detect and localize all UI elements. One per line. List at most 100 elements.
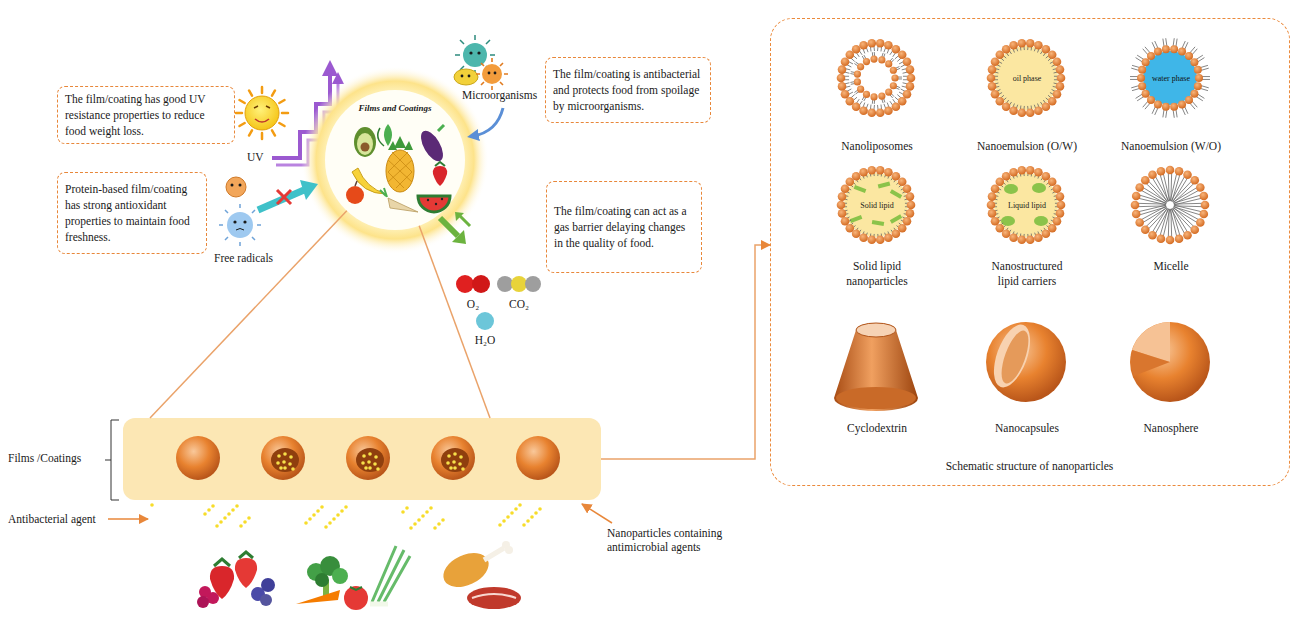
- lipid-head: [988, 209, 997, 218]
- lipid-head: [1053, 217, 1062, 226]
- agent-dot: [405, 506, 409, 510]
- nanoparticle: Nanosphere: [1101, 319, 1241, 439]
- bracket: [105, 420, 119, 500]
- agent-dot: [203, 512, 207, 516]
- lipid-head: [1183, 231, 1192, 240]
- lipid-tail: [1174, 206, 1201, 221]
- food-illustration: [214, 559, 230, 566]
- microorganism-icons: [461, 75, 464, 78]
- lipid-head: [841, 57, 850, 66]
- food-illustration: [332, 568, 348, 584]
- lipid-head: [988, 82, 997, 91]
- film-band: [123, 418, 601, 500]
- free-radical-icons: [233, 220, 236, 223]
- lipid-head: [838, 192, 847, 201]
- lipid-head: [1034, 233, 1043, 242]
- agent-dot: [506, 515, 510, 519]
- lipid-head: [1053, 184, 1062, 193]
- lipid-head: [891, 74, 898, 81]
- node-text: Solid lipid nanoparticles: [832, 259, 922, 289]
- lipid-head: [885, 89, 892, 96]
- food-illustration: [505, 546, 513, 554]
- lipid-tail: [1154, 209, 1169, 236]
- food-illustration: [315, 573, 329, 587]
- food-circle: [388, 198, 418, 212]
- agent-dot: [289, 455, 293, 459]
- solid-lipid-bar: [850, 215, 863, 223]
- lipid-head: [1141, 176, 1150, 185]
- agent-dot: [239, 524, 243, 528]
- lipid-head: [1042, 230, 1051, 239]
- gas-icons: [511, 276, 527, 292]
- free-radical-icons: [219, 204, 261, 246]
- agent-dot: [425, 510, 429, 514]
- lipid-head: [1026, 39, 1035, 48]
- lipid-head: [991, 90, 1000, 99]
- lipid-head: [841, 90, 850, 99]
- callout-text: The film/coating has good UV resistance …: [65, 91, 227, 139]
- microorganism-icons: [473, 108, 503, 136]
- node-text: Nanoemulsion (O/W): [959, 139, 1095, 154]
- lipid-head: [1200, 192, 1209, 201]
- sun-ray: [279, 100, 284, 103]
- callout-box: Protein-based film/coating has strong an…: [57, 172, 207, 254]
- food-illustration: [261, 578, 275, 592]
- lipid-head: [838, 209, 847, 218]
- leader-arrow: [582, 504, 612, 523]
- lipid-head: [859, 41, 868, 50]
- lipid-head: [857, 86, 864, 93]
- lipid-head: [852, 172, 861, 181]
- agent-dot: [514, 507, 518, 511]
- lipid-head: [1017, 108, 1026, 117]
- lipid-head: [1154, 48, 1162, 56]
- lipid-head: [867, 108, 876, 117]
- lipid-head: [1135, 218, 1144, 227]
- food-illustration: [344, 586, 368, 610]
- agent-dot: [401, 510, 405, 514]
- lipid-head: [892, 103, 901, 112]
- node-text: Nanosphere: [1103, 421, 1239, 436]
- lipid-head: [1002, 45, 1011, 54]
- gas-icons: [472, 275, 490, 293]
- nanoparticle: Nanocapsules: [957, 319, 1097, 439]
- nanoparticle: Nanoliposomes: [807, 39, 947, 157]
- lipid-head: [1196, 218, 1205, 227]
- microorganism-icons: [477, 51, 480, 54]
- film-band: Films /Coatings: [123, 418, 601, 500]
- node-text: Nanocapsules: [959, 421, 1095, 436]
- lipid-head: [1147, 96, 1155, 104]
- lipid-head: [867, 166, 876, 175]
- agent-dot: [288, 462, 292, 466]
- food-illustration: [438, 546, 494, 593]
- food-circle: [386, 150, 414, 192]
- nanoparticle: Micelle: [1101, 166, 1241, 291]
- agent-dot: [243, 520, 247, 524]
- agent-dot: [421, 514, 425, 518]
- food-circle: [433, 166, 447, 186]
- lipid-head: [852, 45, 861, 54]
- free-radical-icons: [226, 177, 246, 197]
- agent-dot: [433, 526, 437, 530]
- agent-dot: [150, 503, 154, 507]
- agent-dot: [332, 517, 336, 521]
- lipid-head: [1135, 183, 1144, 192]
- nanoparticle: oil phaseNanoemulsion (O/W): [957, 39, 1097, 157]
- agent-dot: [227, 512, 231, 516]
- food-illustration: [467, 587, 521, 609]
- agent-dot: [235, 504, 239, 508]
- agent-dot: [304, 521, 308, 525]
- lipid-head: [841, 184, 850, 193]
- solid-lipid-bar: [872, 220, 885, 226]
- label: CO₂: [509, 297, 529, 311]
- microorganism-icons: [476, 58, 508, 90]
- lipid-head: [1201, 201, 1210, 210]
- agent-dot: [518, 503, 522, 507]
- film-band: [261, 436, 305, 480]
- microorganism-icons: [488, 72, 491, 75]
- callout-box: The film/coating has good UV resistance …: [57, 86, 235, 144]
- agent-dot: [522, 523, 526, 527]
- agent-dot: [324, 525, 328, 529]
- lipid-head: [906, 209, 915, 218]
- gas-icons: [440, 218, 458, 236]
- agent-dot: [429, 506, 433, 510]
